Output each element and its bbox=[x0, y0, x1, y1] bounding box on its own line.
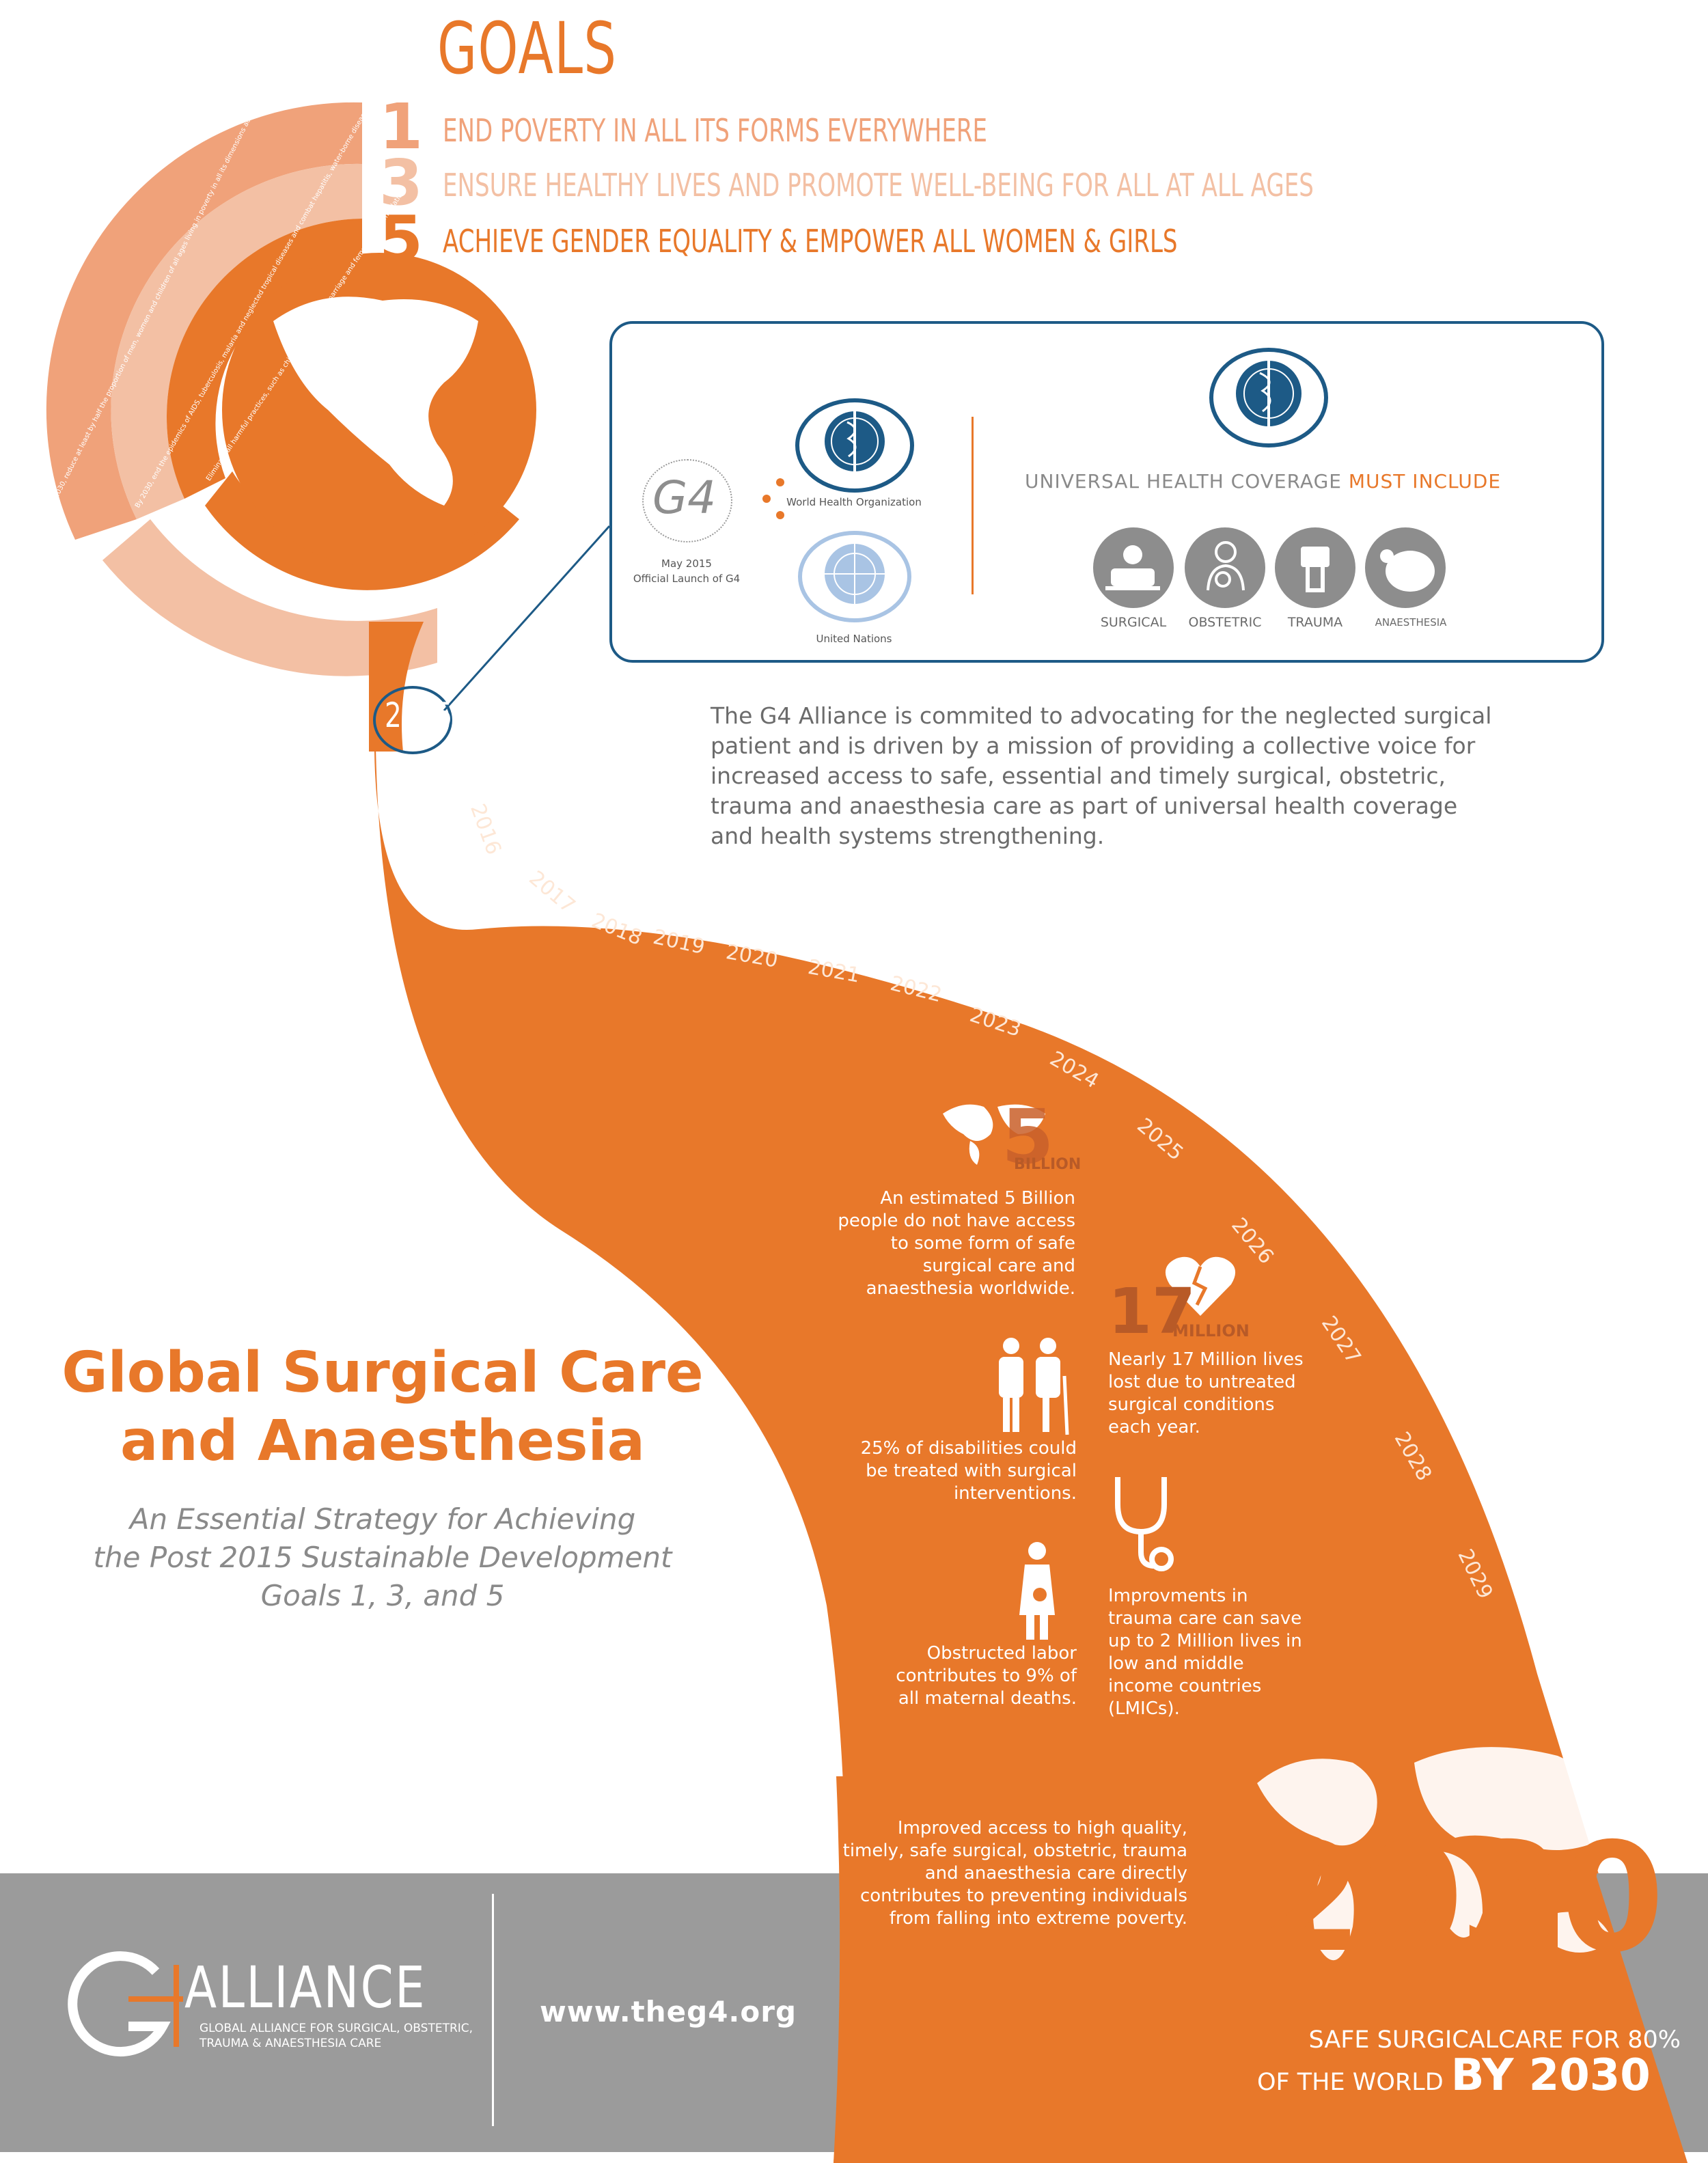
footer-url-link[interactable]: www.theg4.org bbox=[540, 1995, 797, 2028]
uhc-heading-prefix: UNIVERSAL HEALTH COVERAGE bbox=[1025, 470, 1349, 493]
footer-logo-text: ALLIANCE bbox=[184, 1954, 427, 2021]
mother-baby-icon bbox=[1185, 527, 1265, 608]
connector-line bbox=[443, 525, 611, 712]
who-label: World Health Organization bbox=[786, 496, 922, 508]
uhc-heading: UNIVERSAL HEALTH COVERAGE MUST INCLUDE bbox=[1025, 470, 1501, 493]
uhc-label-anaesthesia: ANAESTHESIA bbox=[1375, 616, 1447, 629]
trauma-icon bbox=[1275, 527, 1355, 608]
globe-ring bbox=[205, 471, 519, 590]
world-map-icon bbox=[943, 1104, 1045, 1165]
goal3-arc bbox=[111, 163, 362, 520]
anaesthesia-mask-icon bbox=[1365, 527, 1446, 608]
goal1-arc-lower bbox=[102, 519, 437, 676]
stat-labor-text: Obstructed labor contributes to 9% of al… bbox=[896, 1643, 1077, 1709]
hero-subtitle-line2: the Post 2015 Sustainable Development bbox=[93, 1541, 672, 1574]
uhc-label-obstetric: OBSTETRIC bbox=[1188, 615, 1262, 630]
road-bottom-overlay bbox=[834, 1776, 1688, 2163]
world-map-2030-icon bbox=[1257, 1747, 1612, 1961]
stat-17-million-text: Nearly 17 Million lives lost due to untr… bbox=[1108, 1349, 1304, 1437]
uhc-panel bbox=[609, 321, 1604, 663]
who-emblem-icon bbox=[795, 398, 914, 493]
footer-logo-sub: GLOBAL ALLIANCE FOR SURGICAL, OBSTETRIC,… bbox=[199, 2021, 473, 2051]
stat-17-unit: MILLION bbox=[1172, 1321, 1250, 1340]
g4-launch-logo bbox=[642, 459, 732, 542]
footer-logo-sub-line2: TRAUMA & ANAESTHESIA CARE bbox=[199, 2037, 382, 2050]
footer-divider bbox=[492, 1894, 494, 2126]
footer-logo-sub-line1: GLOBAL ALLIANCE FOR SURGICAL, OBSTETRIC, bbox=[199, 2022, 473, 2035]
stat-5-number: 5 bbox=[1002, 1093, 1054, 1181]
big-2030: 2030 bbox=[1258, 1810, 1664, 1985]
hero-title-line2: and Anaesthesia bbox=[120, 1409, 645, 1474]
stat-disabilities-text: 25% of disabilities could be treated wit… bbox=[860, 1438, 1077, 1504]
goal-text-3: ENSURE HEALTHY LIVES AND PROMOTE WELL-BE… bbox=[443, 167, 1314, 204]
hero-subtitle-line1: An Essential Strategy for Achieving bbox=[129, 1502, 636, 1536]
hero-title: Global Surgical Care and Anaesthesia bbox=[55, 1339, 711, 1476]
target-caption-line1: SAFE SURGICALCARE FOR 80% bbox=[1308, 2026, 1681, 2054]
stat-5-unit: BILLION bbox=[1014, 1156, 1082, 1173]
goal1-arc bbox=[46, 102, 362, 540]
stat-17-number: 17 bbox=[1108, 1275, 1196, 1348]
globe-continent bbox=[273, 297, 478, 506]
mission-statement: The G4 Alliance is commited to advocatin… bbox=[711, 702, 1492, 849]
target-caption-line2-prefix: OF THE WORLD bbox=[1257, 2069, 1451, 2096]
un-emblem-icon bbox=[798, 531, 911, 622]
stat-trauma-text: Improvments in trauma care can save up t… bbox=[1108, 1586, 1302, 1719]
launch-caption-date: May 2015 bbox=[661, 557, 712, 570]
event-unga: UNGA 71 bbox=[388, 844, 480, 872]
stat-poverty-text-overlay: Improved access to high quality, timely,… bbox=[842, 1818, 1187, 1929]
target-caption: SAFE SURGICALCARE FOR 80% OF THE WORLD B… bbox=[1257, 2022, 1681, 2100]
goal-number-3: 3 bbox=[379, 146, 424, 219]
target-caption-line2: OF THE WORLD BY 2030 bbox=[1257, 2054, 1681, 2100]
target-caption-by2030: BY 2030 bbox=[1450, 2050, 1651, 2101]
uhc-label-surgical: SURGICAL bbox=[1100, 615, 1167, 630]
hero-title-line1: Global Surgical Care bbox=[61, 1340, 704, 1405]
goal5-arc bbox=[166, 219, 362, 499]
year-2015-label: 2015 bbox=[385, 695, 453, 735]
uhc-label-trauma: TRAUMA bbox=[1287, 615, 1343, 630]
goal-text-5: ACHIEVE GENDER EQUALITY & EMPOWER ALL WO… bbox=[443, 223, 1178, 260]
panel-divider bbox=[972, 417, 974, 594]
stat-5-billion-text: An estimated 5 Billion people do not hav… bbox=[838, 1188, 1075, 1299]
launch-caption-text: Official Launch of G4 bbox=[633, 573, 741, 585]
pregnant-woman-icon bbox=[1019, 1542, 1055, 1640]
goal-text-1: END POVERTY IN ALL ITS FORMS EVERYWHERE bbox=[443, 112, 988, 149]
un-label: United Nations bbox=[816, 633, 892, 645]
who-emblem-large-icon bbox=[1209, 348, 1328, 447]
g4-alliance-logo-mark bbox=[68, 1951, 183, 2057]
goals-title: GOALS bbox=[437, 7, 618, 90]
goal-number-5: 5 bbox=[379, 202, 424, 275]
disabled-people-icon bbox=[999, 1338, 1069, 1435]
hero-subtitle: An Essential Strategy for Achieving the … bbox=[75, 1500, 690, 1615]
uhc-heading-highlight: MUST INCLUDE bbox=[1348, 470, 1502, 493]
year-2015-badge bbox=[373, 686, 452, 754]
goal-number-1: 1 bbox=[379, 90, 424, 163]
hero-subtitle-line3: Goals 1, 3, and 5 bbox=[260, 1579, 505, 1612]
surgeon-icon bbox=[1093, 527, 1174, 608]
g4-logo-text: G4 bbox=[652, 471, 717, 524]
stethoscope-icon bbox=[1115, 1477, 1174, 1571]
broken-heart-icon bbox=[1165, 1256, 1236, 1316]
